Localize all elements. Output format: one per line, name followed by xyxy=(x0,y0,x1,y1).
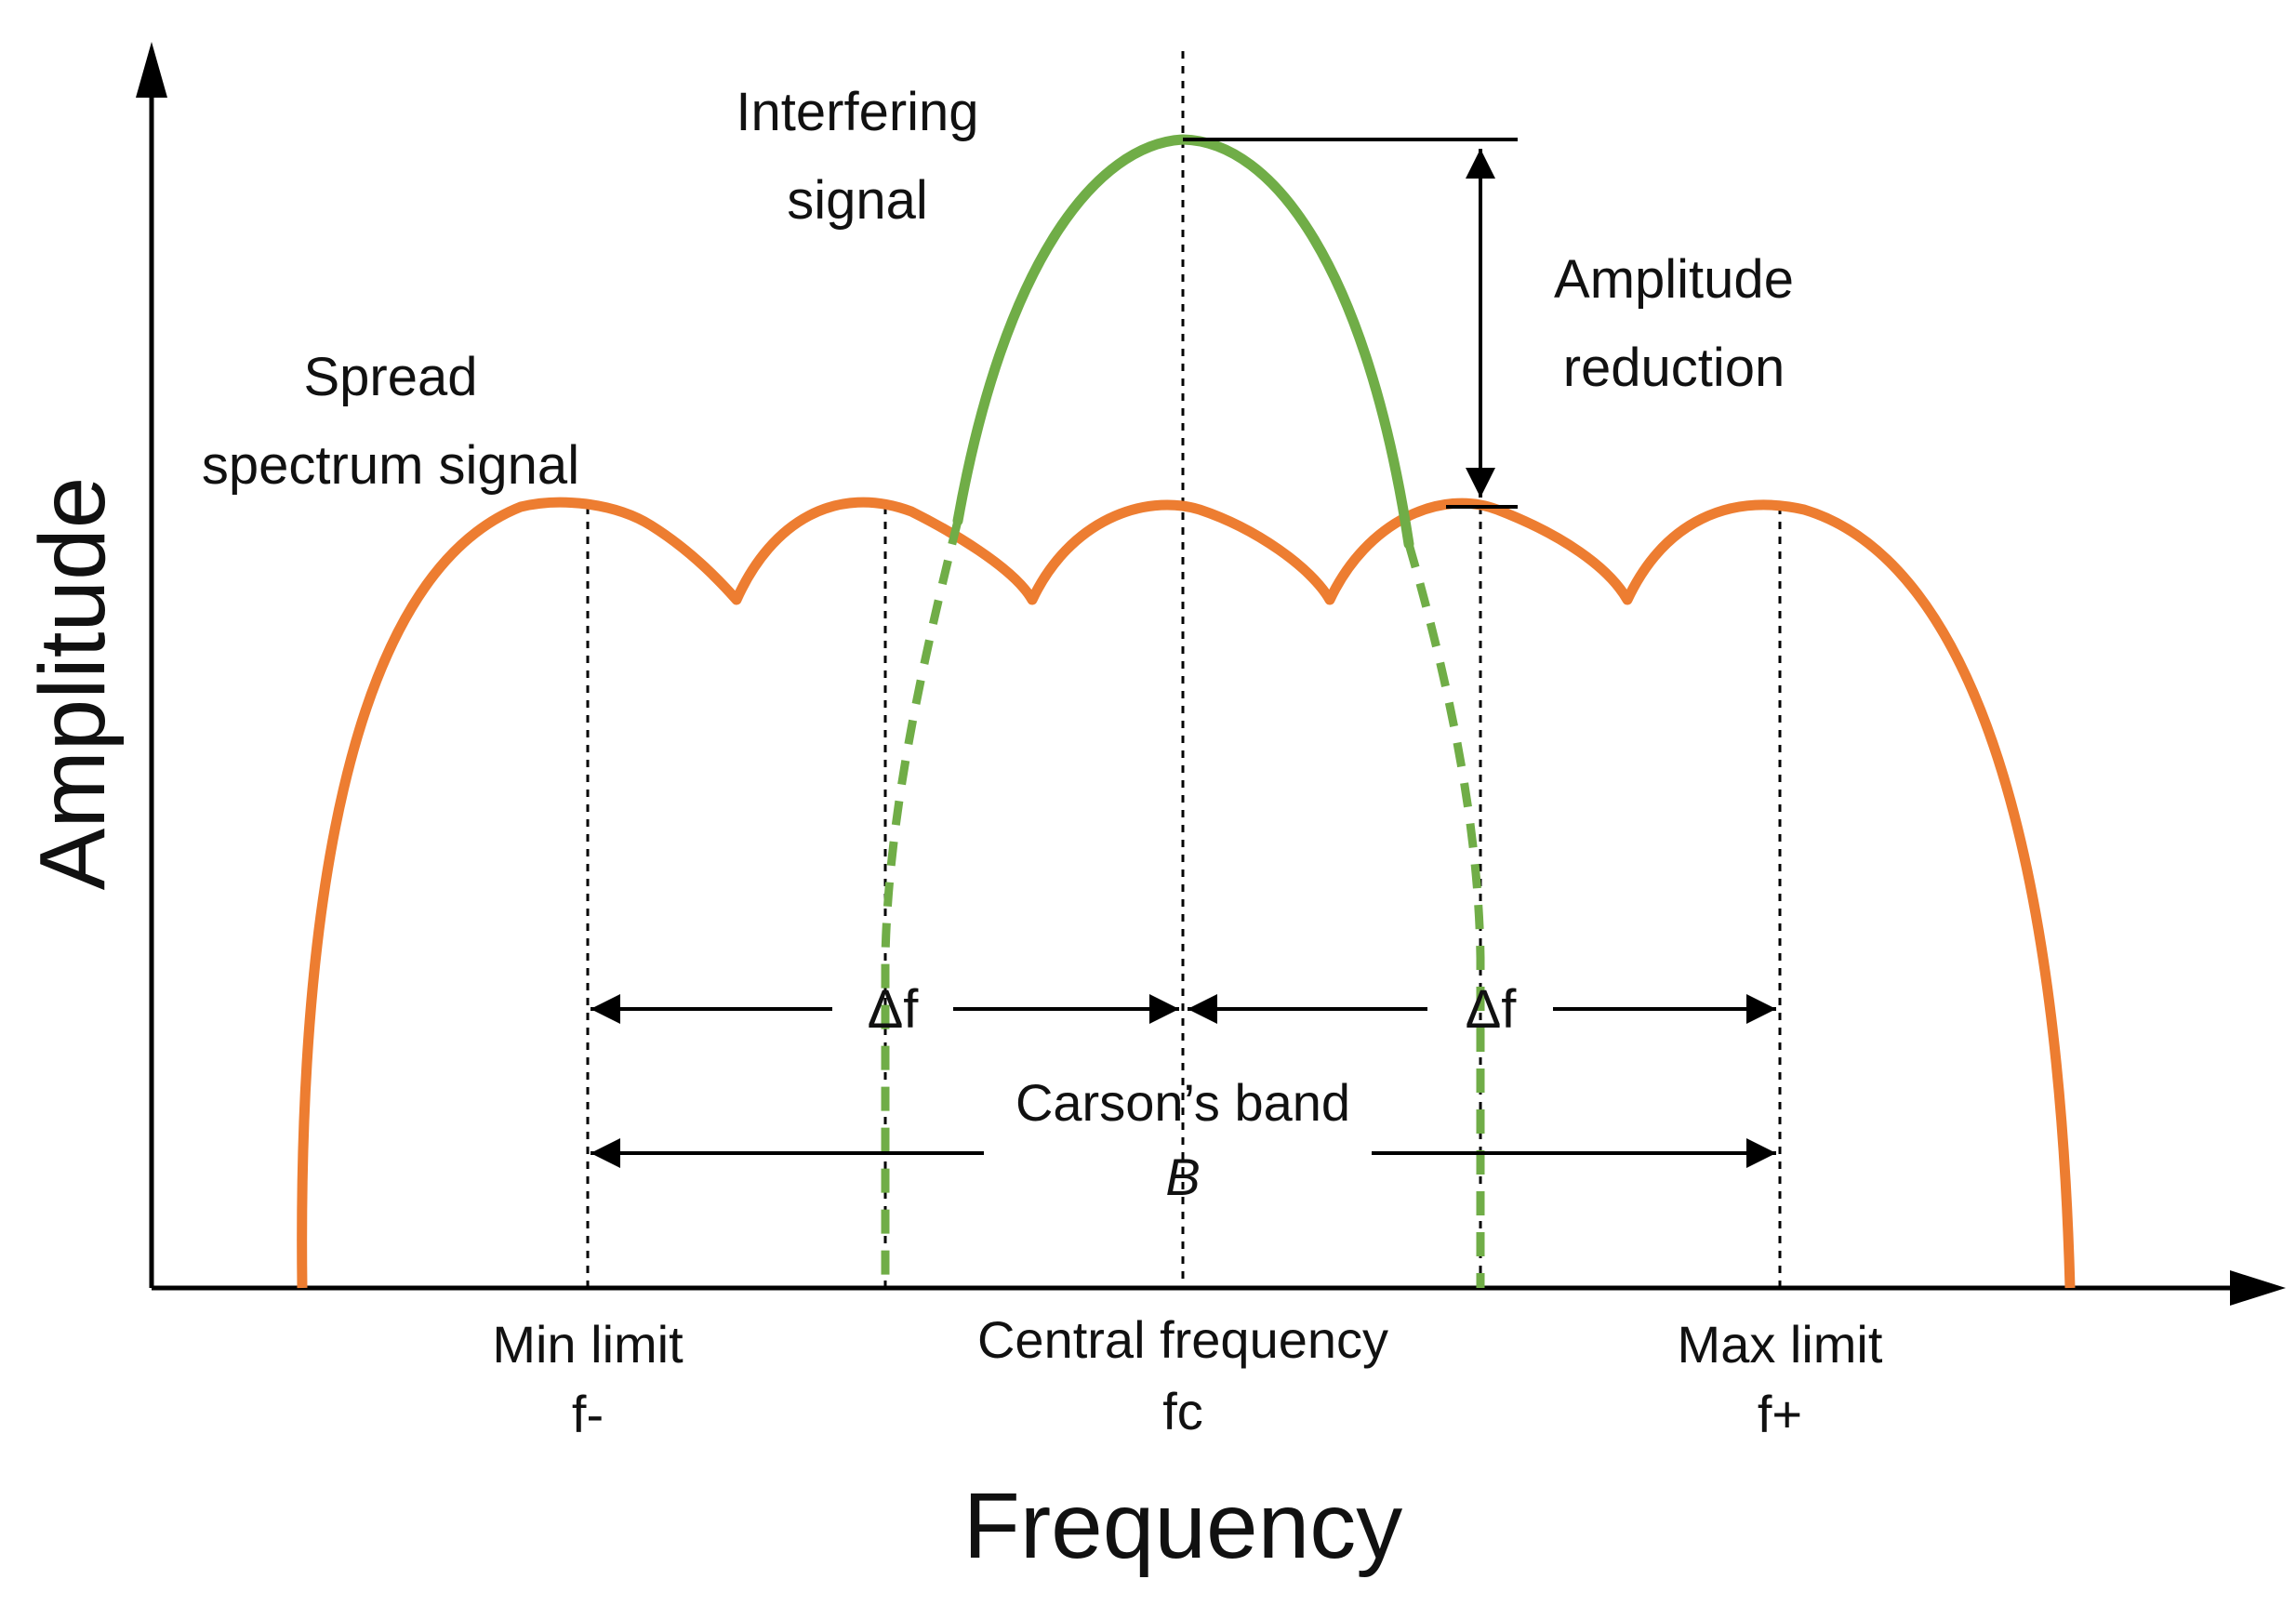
carson-band-label: Carson’s band xyxy=(1015,1073,1350,1132)
spread-spectrum-curve xyxy=(297,497,2076,1289)
amplitude-reduction-label-line2: reduction xyxy=(1563,338,1785,398)
delta-f-left-label: Δf xyxy=(868,979,920,1040)
interfering-signal-dashed-right xyxy=(1404,542,1485,1288)
amplitude-reduction-indicator xyxy=(1183,138,1518,509)
delta-f-right-label: Δf xyxy=(1466,979,1518,1040)
max-limit-label: Max limit xyxy=(1678,1315,1883,1374)
spread-signal-label-line1: Spread xyxy=(303,347,477,407)
max-limit-symbol: f+ xyxy=(1758,1385,1802,1443)
min-limit-label: Min limit xyxy=(492,1315,683,1374)
y-axis-arrow-icon xyxy=(136,42,167,98)
x-axis-arrow-icon xyxy=(2230,1270,2286,1306)
interfering-signal-label-line2: signal xyxy=(787,170,928,231)
amplitude-reduction-label-line1: Amplitude xyxy=(1554,249,1794,310)
carson-band-symbol: B xyxy=(1165,1148,1200,1206)
min-limit-symbol: f- xyxy=(572,1385,604,1443)
interfering-signal-dashed-left xyxy=(881,519,962,1288)
central-frequency-symbol: fc xyxy=(1162,1382,1203,1440)
interfering-signal-label-line1: Interfering xyxy=(736,82,978,142)
frequency-axis-label: Frequency xyxy=(963,1474,1402,1578)
amplitude-axis-label: Amplitude xyxy=(20,477,125,891)
axes xyxy=(136,42,2286,1306)
central-frequency-label: Central frequency xyxy=(977,1310,1388,1369)
spread-signal-label-line2: spectrum signal xyxy=(202,435,579,496)
